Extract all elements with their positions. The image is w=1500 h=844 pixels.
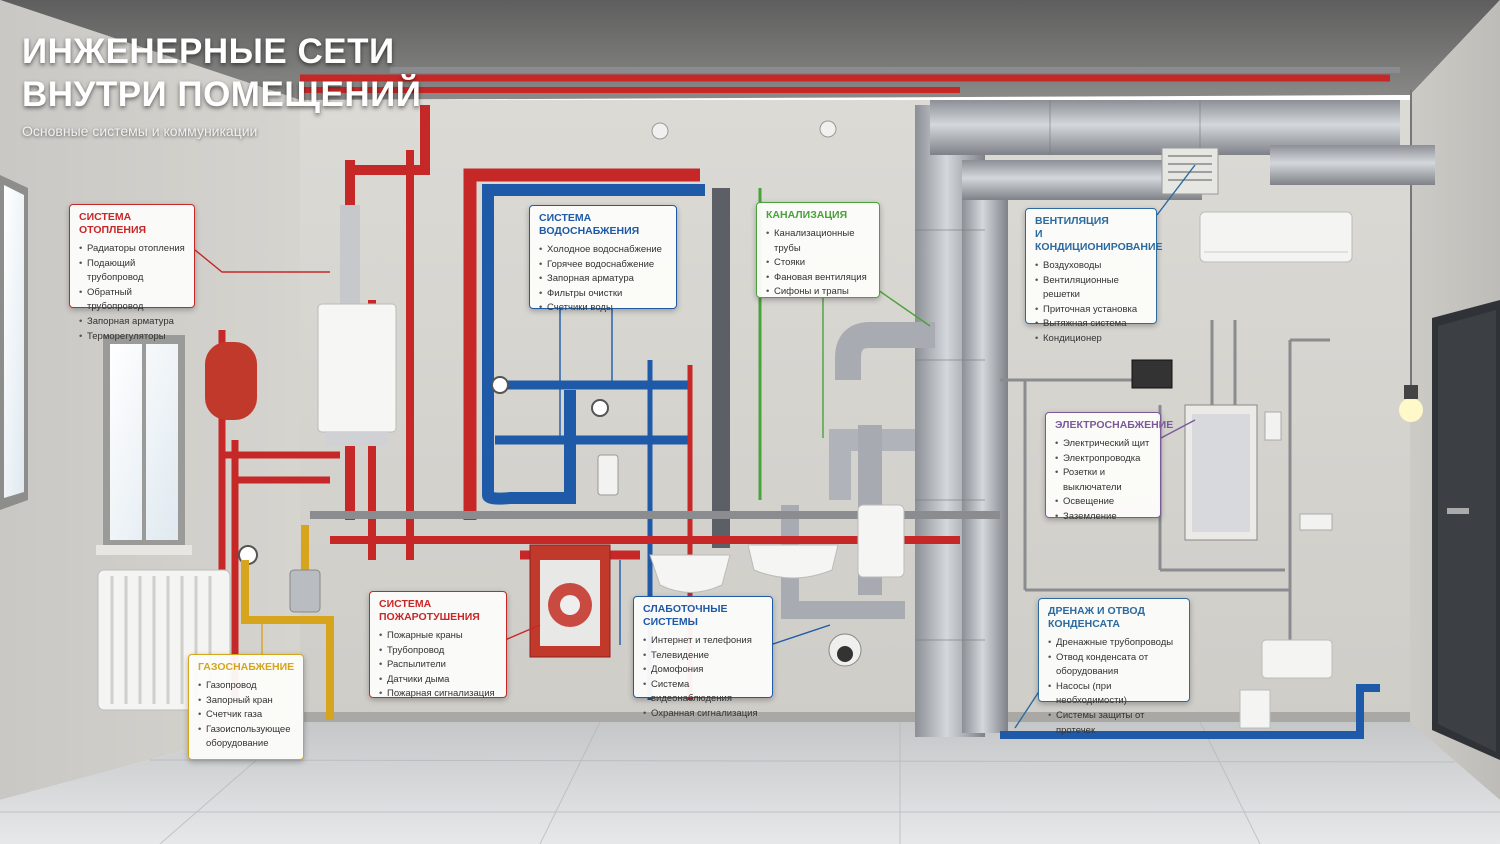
list-item: Запорная арматура — [539, 272, 667, 287]
list-item: Фановая вентиляция — [766, 271, 870, 286]
list-item: Холодное водоснабжение — [539, 243, 667, 258]
ventilation-callout: ВЕНТИЛЯЦИЯ И КОНДИЦИОНИРОВАНИЕ Воздухово… — [1025, 208, 1163, 346]
drainage-callout-list: Дренажные трубопроводы Отвод конденсата … — [1048, 636, 1180, 738]
list-item: Запорная арматура — [79, 315, 185, 330]
list-item: Газопровод — [198, 679, 294, 694]
list-item: Счетчик газа — [198, 708, 294, 723]
electric-callout-list: Электрический щит Электропроводка Розетк… — [1055, 437, 1151, 525]
heating-callout-list: Радиаторы отопления Подающий трубопровод… — [79, 242, 185, 344]
drainage-callout: ДРЕНАЖ И ОТВОД КОНДЕНСАТА Дренажные труб… — [1038, 598, 1190, 736]
fire-callout-list: Пожарные краны Трубопровод Распылители Д… — [379, 629, 497, 702]
list-item: Системы защиты от протечек — [1048, 709, 1180, 738]
list-item: Распылители — [379, 658, 497, 673]
list-item: Интернет и телефония — [643, 634, 763, 649]
water-callout: СИСТЕМА ВОДОСНАБЖЕНИЯ Холодное водоснабж… — [529, 205, 677, 316]
list-item: Электрический щит — [1055, 437, 1151, 452]
list-item: Вентиляционные решетки — [1035, 274, 1147, 303]
list-item: Розетки и выключатели — [1055, 466, 1151, 495]
list-item: Сифоны и трапы — [766, 285, 870, 300]
gas-callout-title: ГАЗОСНАБЖЕНИЕ — [198, 661, 295, 673]
list-item: Пожарные краны — [379, 629, 497, 644]
fire-callout-title: СИСТЕМА ПОЖАРОТУШЕНИЯ — [379, 598, 480, 623]
list-item: Канализационные трубы — [766, 227, 870, 256]
list-item: Стояки — [766, 256, 870, 271]
list-item: Охранная сигнализация — [643, 707, 763, 722]
electric-callout: ЭЛЕКТРОСНАБЖЕНИЕ Электрический щит Элект… — [1045, 412, 1174, 524]
title-line-1: ИНЖЕНЕРНЫЕ СЕТИ — [22, 32, 395, 71]
lowvoltage-callout-title: СЛАБОТОЧНЫЕ СИСТЕМЫ — [643, 603, 728, 628]
list-item: Заземление — [1055, 510, 1151, 525]
fire-callout: СИСТЕМА ПОЖАРОТУШЕНИЯ Пожарные краны Тру… — [369, 591, 507, 702]
list-item: Вытяжная система — [1035, 317, 1147, 332]
list-item: Пожарная сигнализация — [379, 687, 497, 702]
lowvoltage-callout-list: Интернет и телефония Телевидение Домофон… — [643, 634, 763, 722]
list-item: Воздуховоды — [1035, 259, 1147, 274]
list-item: Кондиционер — [1035, 332, 1147, 347]
page-title: ИНЖЕНЕРНЫЕ СЕТИ ВНУТРИ ПОМЕЩЕНИЙ — [22, 30, 421, 116]
list-item: Подающий трубопровод — [79, 257, 185, 286]
title-line-2: ВНУТРИ ПОМЕЩЕНИЙ — [22, 75, 422, 114]
ventilation-callout-title: ВЕНТИЛЯЦИЯ И КОНДИЦИОНИРОВАНИЕ — [1035, 215, 1163, 253]
page-subtitle: Основные системы и коммуникации — [22, 123, 258, 139]
list-item: Насосы (при необходимости) — [1048, 680, 1180, 709]
list-item: Счетчики воды — [539, 301, 667, 316]
ventilation-callout-list: Воздуховоды Вентиляционные решетки Прито… — [1035, 259, 1147, 347]
list-item: Приточная установка — [1035, 303, 1147, 318]
electric-callout-title: ЭЛЕКТРОСНАБЖЕНИЕ — [1055, 419, 1174, 431]
heating-callout: СИСТЕМА ОТОПЛЕНИЯ Радиаторы отопления По… — [69, 204, 195, 344]
list-item: Газоиспользующее оборудование — [198, 723, 294, 752]
list-item: Освещение — [1055, 495, 1151, 510]
list-item: Система видеонаблюдения — [643, 678, 763, 707]
list-item: Датчики дыма — [379, 673, 497, 688]
gas-callout-list: Газопровод Запорный кран Счетчик газа Га… — [198, 679, 294, 752]
lowvoltage-callout: СЛАБОТОЧНЫЕ СИСТЕМЫ Интернет и телефония… — [633, 596, 773, 721]
gas-callout: ГАЗОСНАБЖЕНИЕ Газопровод Запорный кран С… — [188, 654, 304, 760]
list-item: Запорный кран — [198, 694, 294, 709]
list-item: Домофония — [643, 663, 763, 678]
list-item: Электропроводка — [1055, 452, 1151, 467]
water-callout-title: СИСТЕМА ВОДОСНАБЖЕНИЯ — [539, 212, 640, 237]
water-callout-list: Холодное водоснабжение Горячее водоснабж… — [539, 243, 667, 316]
list-item: Горячее водоснабжение — [539, 258, 667, 273]
list-item: Терморегуляторы — [79, 330, 185, 345]
drainage-callout-title: ДРЕНАЖ И ОТВОД КОНДЕНСАТА — [1048, 605, 1145, 630]
list-item: Трубопровод — [379, 644, 497, 659]
list-item: Фильтры очистки — [539, 287, 667, 302]
heating-callout-title: СИСТЕМА ОТОПЛЕНИЯ — [79, 211, 147, 236]
list-item: Дренажные трубопроводы — [1048, 636, 1180, 651]
sewer-callout-title: КАНАЛИЗАЦИЯ — [766, 209, 848, 221]
sewer-callout: КАНАЛИЗАЦИЯ Канализационные трубы Стояки… — [756, 202, 880, 300]
list-item: Телевидение — [643, 649, 763, 664]
list-item: Обратный трубопровод — [79, 286, 185, 315]
list-item: Радиаторы отопления — [79, 242, 185, 257]
sewer-callout-list: Канализационные трубы Стояки Фановая вен… — [766, 227, 870, 300]
list-item: Отвод конденсата от оборудования — [1048, 651, 1180, 680]
